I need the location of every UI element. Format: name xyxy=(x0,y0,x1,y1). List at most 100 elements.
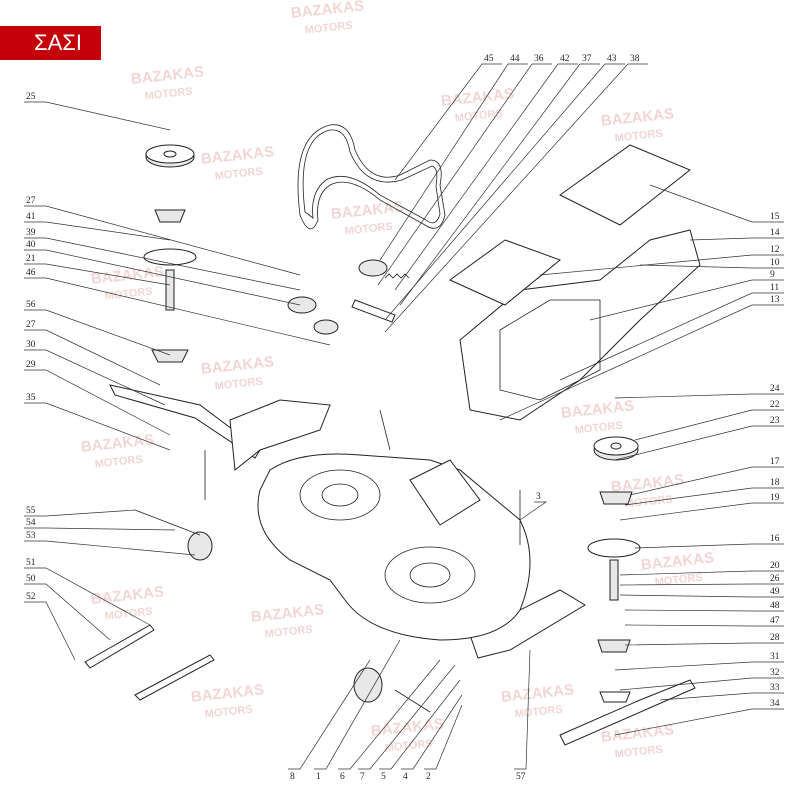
watermark-text: BAZAKAS xyxy=(250,601,325,626)
leader-line xyxy=(394,63,578,291)
leader-line xyxy=(689,237,784,241)
watermark-text: MOTORS xyxy=(204,704,253,721)
part-number-label: 30 xyxy=(26,340,36,350)
leader-line xyxy=(338,659,441,770)
part-number-label: 51 xyxy=(26,558,36,568)
part-number-label: 4 xyxy=(403,772,408,782)
part-number-label: 43 xyxy=(607,54,617,64)
leader-line xyxy=(619,502,784,521)
part-number-label: 27 xyxy=(26,320,36,330)
leader-line xyxy=(649,184,784,223)
part-number-label: 20 xyxy=(770,561,780,571)
spindle-housing xyxy=(597,639,631,653)
watermark-text: MOTORS xyxy=(94,454,143,471)
leader-line xyxy=(519,501,548,521)
cover-plate xyxy=(449,239,561,306)
part-number-label: 7 xyxy=(360,772,365,782)
leader-line xyxy=(399,63,600,306)
part-number-label: 33 xyxy=(770,683,780,693)
lift-arm xyxy=(84,624,155,669)
leader-line xyxy=(619,677,784,691)
leader-line xyxy=(24,277,331,346)
part-number-label: 39 xyxy=(26,228,36,238)
watermark-text: MOTORS xyxy=(264,624,313,641)
leader-line xyxy=(629,466,784,496)
leader-line xyxy=(377,63,552,286)
leader-line xyxy=(24,540,196,556)
part-number-label: 29 xyxy=(26,360,36,370)
leader-line xyxy=(539,254,784,276)
leader-line xyxy=(624,609,784,612)
part-number-label: 52 xyxy=(26,592,36,602)
part-number-label: 26 xyxy=(770,574,780,584)
part-number-label: 31 xyxy=(770,652,780,662)
leader-line xyxy=(401,694,463,770)
blade-right xyxy=(559,679,696,746)
part-number-label: 9 xyxy=(770,270,775,280)
belt-cover-window xyxy=(499,299,601,401)
watermark-text: MOTORS xyxy=(104,286,153,303)
leader-line xyxy=(639,264,784,269)
leader-line xyxy=(624,487,784,506)
belt-cover xyxy=(459,229,701,421)
leader-line xyxy=(24,583,111,641)
leader-line xyxy=(424,704,463,770)
idler-pulley xyxy=(358,259,388,277)
anti-scalp-roller xyxy=(187,531,213,561)
leader-line xyxy=(624,624,784,627)
deflector xyxy=(229,399,331,471)
part-number-label: 47 xyxy=(770,616,780,626)
link-rod xyxy=(379,409,391,451)
part-number-label: 40 xyxy=(26,240,36,250)
tension-spring xyxy=(384,273,410,279)
parts-drawing xyxy=(84,124,701,746)
part-number-label: 48 xyxy=(770,601,780,611)
part-number-label: 32 xyxy=(770,668,780,678)
part-number-label: 2 xyxy=(426,772,431,782)
watermark-text: BAZAKAS xyxy=(200,143,275,168)
watermark-text: BAZAKAS xyxy=(90,583,165,608)
idler-pulley xyxy=(287,296,317,314)
part-number-label: 54 xyxy=(26,518,36,528)
leader-line xyxy=(394,63,502,181)
spacer-plate xyxy=(587,538,641,558)
part-number-label: 56 xyxy=(26,300,36,310)
section-title: ΣΑΣΙ xyxy=(34,30,82,55)
part-number-label: 14 xyxy=(770,228,780,238)
leader-line xyxy=(379,63,528,261)
leader-line xyxy=(24,249,301,306)
leader-line xyxy=(619,594,784,598)
blade-adapter xyxy=(599,691,631,703)
leader-line xyxy=(24,369,171,436)
leader-line xyxy=(24,263,171,286)
part-number-label: 34 xyxy=(770,699,780,709)
leader-line xyxy=(24,309,171,356)
roller-axle xyxy=(394,689,431,713)
leader-line xyxy=(288,659,371,770)
part-number-label: 16 xyxy=(770,534,780,544)
part-number-label: 36 xyxy=(534,54,544,64)
part-number-label: 49 xyxy=(770,587,780,597)
deck-chute xyxy=(409,459,481,526)
anti-scalp-roller xyxy=(353,667,383,703)
idler-pulley xyxy=(313,319,339,335)
watermark-text: MOTORS xyxy=(614,128,663,145)
leader-line xyxy=(24,329,161,386)
leader-line xyxy=(24,205,301,276)
leader-line xyxy=(514,649,531,770)
roller-axle xyxy=(134,509,201,536)
leader-line xyxy=(659,692,784,701)
leader-line xyxy=(624,642,784,646)
leader-line xyxy=(384,63,625,321)
part-number-label: 12 xyxy=(770,245,780,255)
part-number-label: 3 xyxy=(536,492,541,502)
leader-line xyxy=(589,279,784,321)
part-number-label: 15 xyxy=(770,212,780,222)
section-title-badge: ΣΑΣΙ xyxy=(0,26,101,60)
deck-spindle-well xyxy=(384,546,476,604)
watermark-text: MOTORS xyxy=(514,704,563,721)
part-number-label: 18 xyxy=(770,478,780,488)
part-number-label: 53 xyxy=(26,531,36,541)
leader-line xyxy=(614,393,784,399)
